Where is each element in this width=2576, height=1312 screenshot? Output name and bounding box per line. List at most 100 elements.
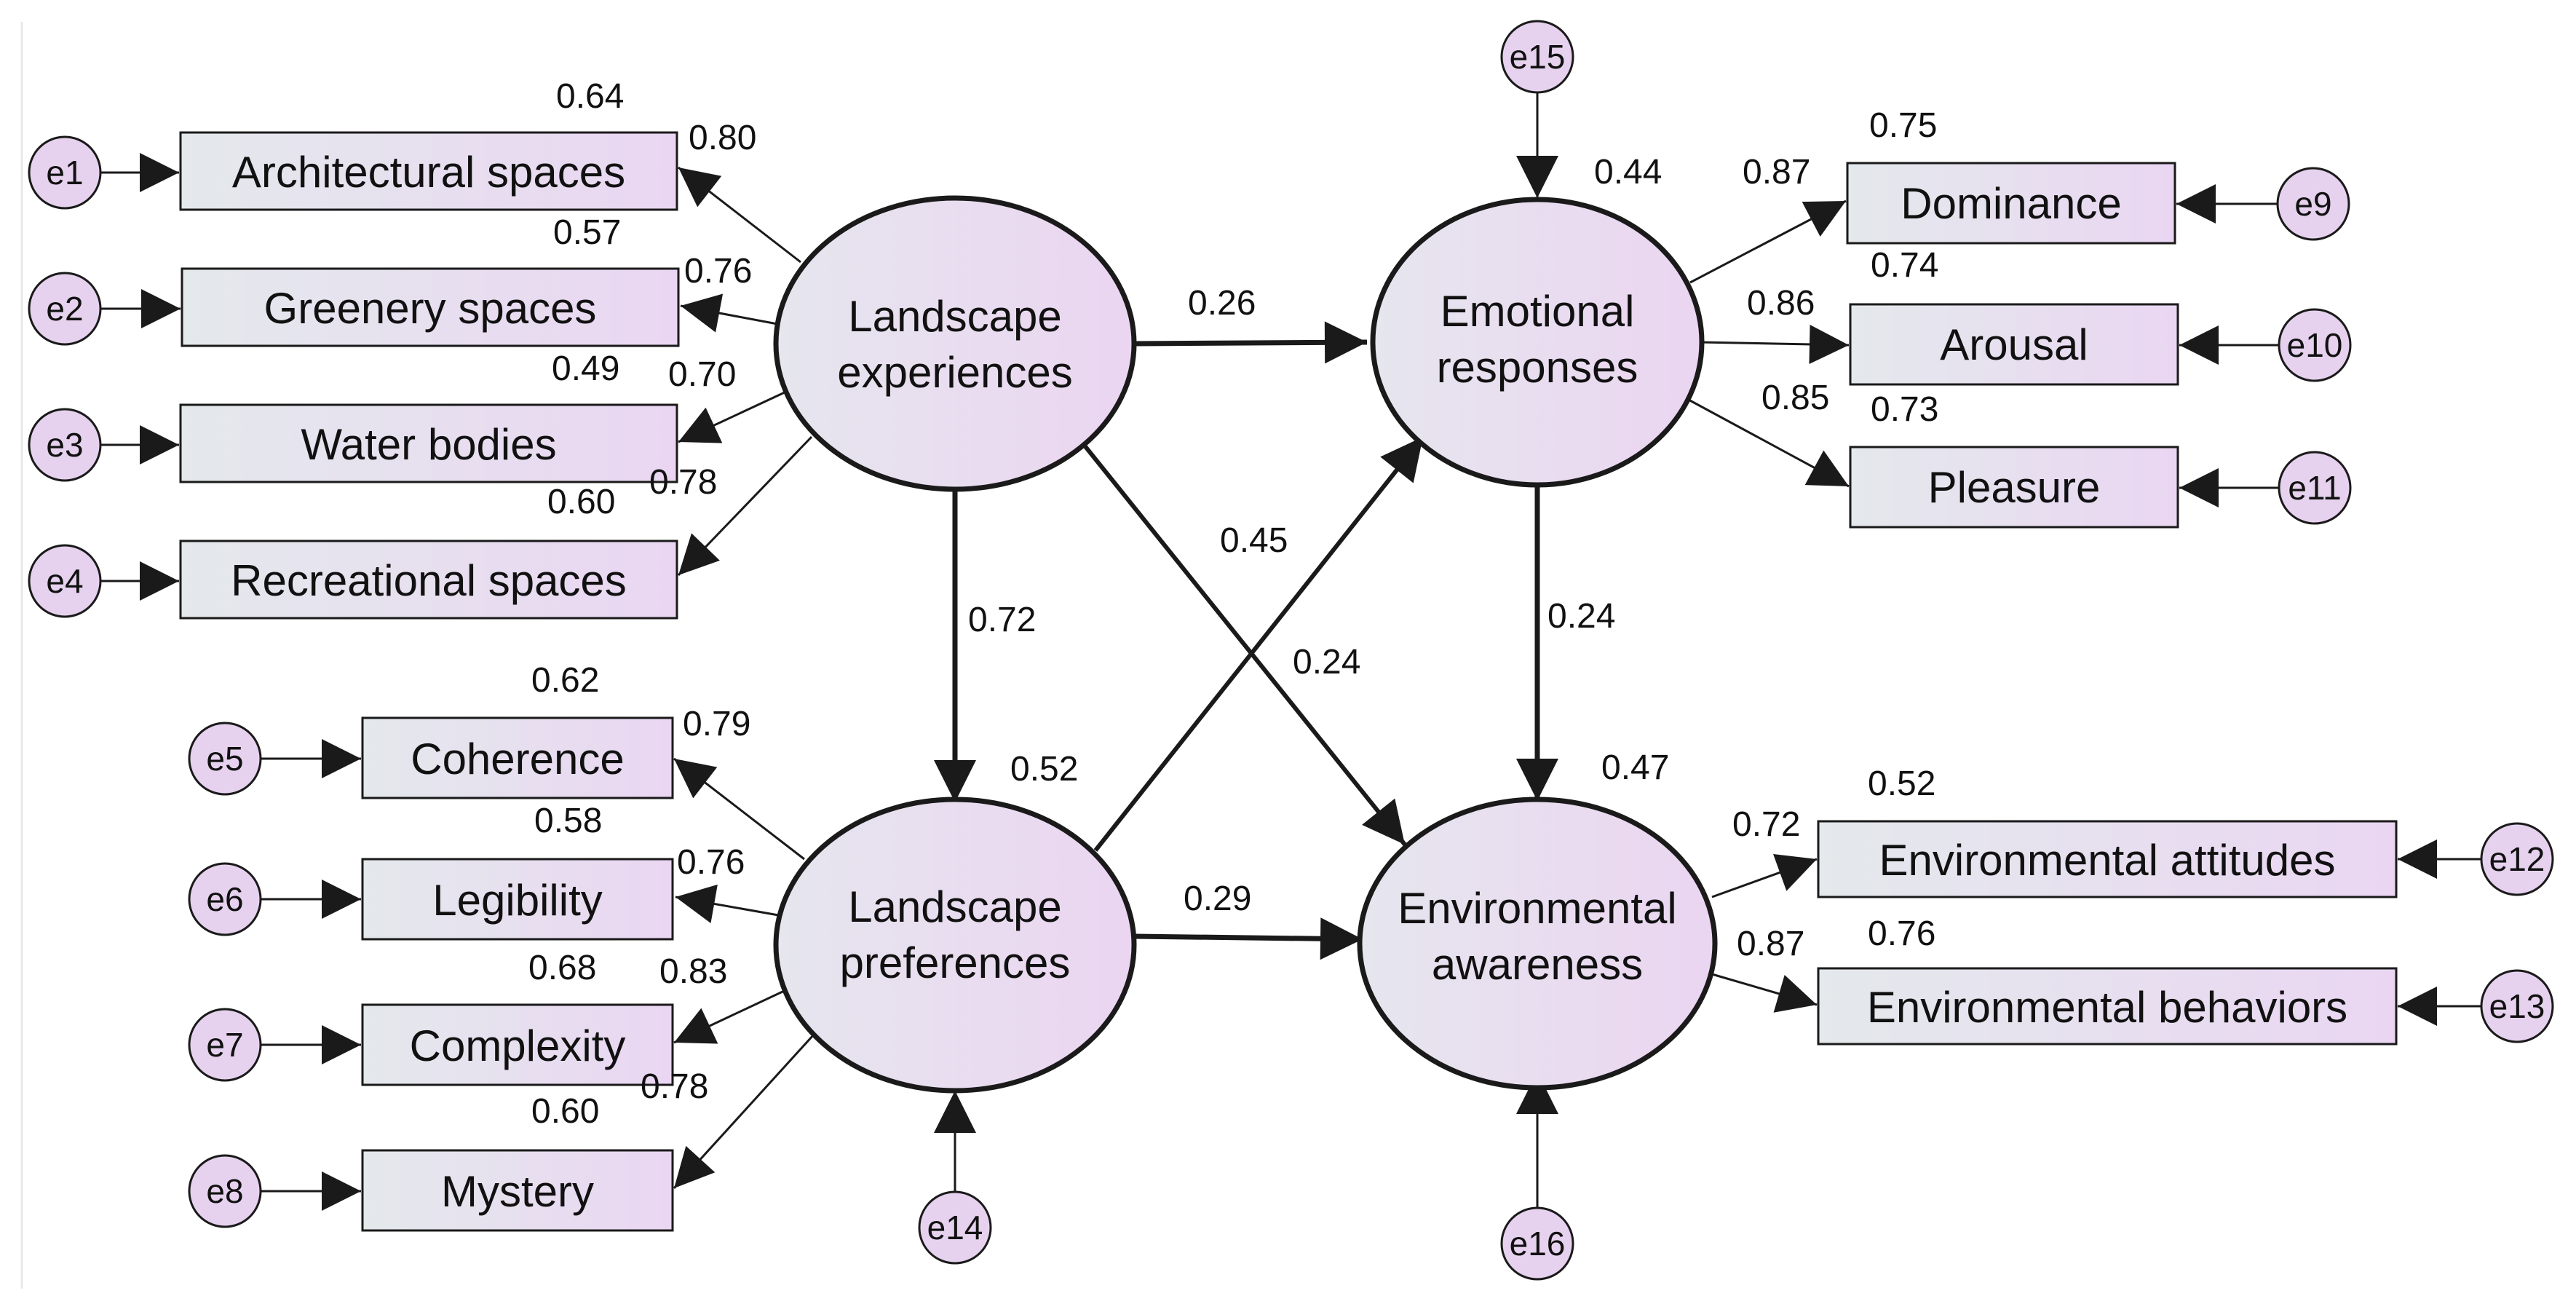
indicator-architectural-spaces-box [179, 131, 678, 211]
error-e4-node [28, 544, 102, 618]
r2-legibility: 0.58 [534, 802, 602, 840]
indicator-arousal-box [1849, 303, 2179, 386]
latent-landscape-experiences-line2: experiences [837, 348, 1073, 397]
indicator-mystery-label: Mystery [441, 1167, 594, 1216]
r2-emotional-responses: 0.44 [1594, 153, 1662, 191]
indicator-complexity-label: Complexity [410, 1021, 626, 1070]
indicator-greenery-spaces-label: Greenery spaces [264, 284, 597, 333]
path-le-er-coef: 0.26 [1188, 284, 1256, 323]
r2-architectural-spaces: 0.64 [556, 77, 624, 116]
indicator-pleasure-label: Pleasure [1928, 463, 2101, 512]
loading-mystery: 0.78 [641, 1067, 708, 1106]
loading-pleasure: 0.85 [1761, 379, 1829, 417]
error-e12-node [2480, 822, 2554, 896]
r2-mystery: 0.60 [531, 1092, 599, 1131]
indicator-complexity-box [361, 1003, 674, 1086]
latent-environmental-awareness-line1: Environmental [1398, 884, 1677, 933]
loading-complexity: 0.83 [659, 952, 727, 991]
loading-recreational-spaces: 0.78 [649, 463, 717, 502]
indicator-water-bodies-box [179, 403, 678, 483]
indicator-environmental-attitudes-box [1817, 820, 2398, 898]
error-e15-label: e15 [1510, 38, 1566, 76]
error-e13-node [2480, 969, 2554, 1043]
error-e11-label: e11 [2288, 469, 2341, 507]
r2-landscape-preferences: 0.52 [1010, 750, 1078, 789]
indicator-recreational-spaces-box [179, 540, 678, 620]
error-e14-label: e14 [927, 1209, 983, 1246]
path-er-ea-coef: 0.24 [1547, 597, 1615, 636]
r2-coherence: 0.62 [531, 661, 599, 700]
error-e8-label: e8 [206, 1172, 243, 1210]
latent-landscape-preferences-line2: preferences [840, 938, 1071, 987]
loading-coherence: 0.79 [683, 705, 750, 743]
error-e8-node [188, 1154, 262, 1228]
latent-landscape-experiences [773, 195, 1137, 492]
error-e16-node [1500, 1206, 1574, 1281]
latent-landscape-experiences-line1: Landscape [848, 292, 1062, 341]
loading-environmental-attitudes: 0.72 [1732, 805, 1800, 844]
error-e1-node [28, 135, 102, 210]
error-e4-label: e4 [46, 562, 83, 600]
error-e5-label: e5 [206, 740, 243, 778]
latent-emotional-responses [1370, 197, 1705, 488]
latent-emotional-responses-line1: Emotional [1440, 287, 1635, 336]
indicator-dominance-label: Dominance [1901, 179, 2122, 228]
latent-environmental-awareness-line2: awareness [1432, 940, 1643, 989]
error-e11-node [2278, 451, 2352, 525]
latent-emotional-responses-line2: responses [1437, 343, 1638, 392]
indicator-legibility-box [361, 858, 674, 941]
error-e15-node [1500, 20, 1574, 94]
indicator-environmental-behaviors-label: Environmental behaviors [1867, 983, 2347, 1032]
indicator-recreational-spaces-label: Recreational spaces [231, 556, 627, 605]
indicator-mystery-box [361, 1149, 674, 1232]
latent-environmental-awareness [1357, 797, 1718, 1091]
indicator-arousal-label: Arousal [1940, 320, 2088, 369]
loading-greenery-spaces: 0.76 [684, 252, 752, 291]
loading-water-bodies: 0.70 [668, 355, 736, 394]
loading-arousal: 0.86 [1747, 284, 1815, 323]
error-e1-label: e1 [46, 154, 83, 191]
r2-environmental-awareness: 0.47 [1601, 748, 1669, 787]
error-e13-label: e13 [2489, 987, 2545, 1025]
error-e6-node [188, 862, 262, 936]
indicator-coherence-label: Coherence [411, 735, 625, 783]
indicator-environmental-attitudes-label: Environmental attitudes [1879, 836, 2335, 885]
error-e7-node [188, 1008, 262, 1082]
path-lp-ea-coef: 0.29 [1184, 880, 1251, 918]
loading-architectural-spaces: 0.80 [689, 119, 756, 157]
error-e16-label: e16 [1510, 1225, 1566, 1262]
r2-water-bodies: 0.49 [552, 349, 619, 388]
error-e10-label: e10 [2287, 326, 2343, 364]
error-e7-label: e7 [206, 1026, 243, 1064]
indicator-dominance-box [1846, 162, 2176, 245]
r2-arousal: 0.74 [1871, 246, 1938, 285]
r2-recreational-spaces: 0.60 [547, 483, 615, 521]
error-e12-label: e12 [2489, 840, 2545, 878]
indicator-legibility-label: Legibility [432, 876, 602, 925]
r2-dominance: 0.75 [1869, 106, 1937, 145]
error-e10-node [2278, 308, 2352, 382]
loading-dominance: 0.87 [1743, 153, 1810, 191]
r2-environmental-behaviors: 0.76 [1868, 914, 1935, 953]
error-e14-node [918, 1190, 992, 1265]
r2-pleasure: 0.73 [1871, 390, 1938, 429]
error-e5-node [188, 722, 262, 796]
error-e9-label: e9 [2294, 185, 2331, 223]
latent-landscape-preferences-line1: Landscape [848, 882, 1062, 931]
indicator-environmental-behaviors-box [1817, 967, 2398, 1046]
error-e2-label: e2 [46, 290, 83, 328]
indicator-coherence-box [361, 716, 674, 799]
indicator-water-bodies-label: Water bodies [301, 420, 556, 469]
indicator-greenery-spaces-box [181, 267, 680, 347]
error-e3-label: e3 [46, 426, 83, 464]
error-e9-node [2276, 167, 2350, 241]
path-le-lp-coef: 0.72 [968, 601, 1036, 639]
r2-environmental-attitudes: 0.52 [1868, 764, 1935, 803]
error-e6-label: e6 [206, 880, 243, 918]
loading-legibility: 0.76 [677, 843, 745, 882]
r2-greenery-spaces: 0.57 [553, 213, 621, 252]
loading-environmental-behaviors: 0.87 [1737, 925, 1804, 963]
error-e2-node [28, 272, 102, 346]
